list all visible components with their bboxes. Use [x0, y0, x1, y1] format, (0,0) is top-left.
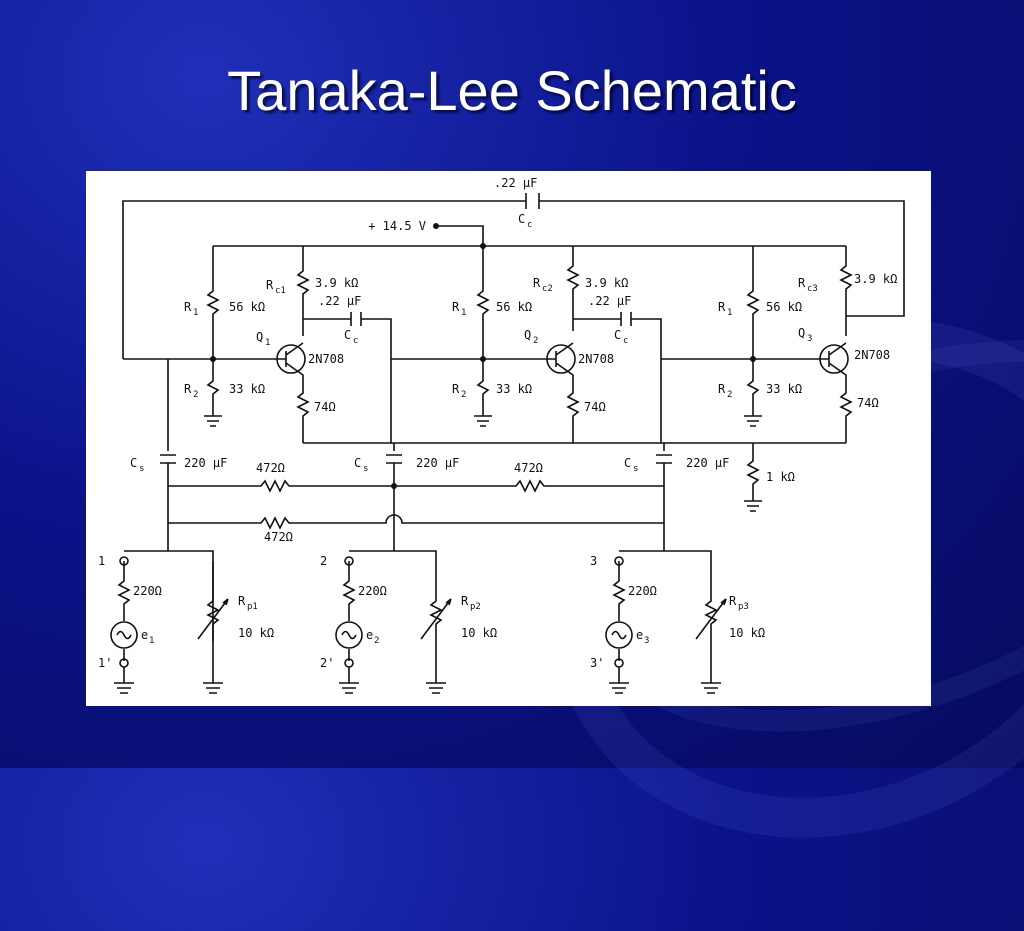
input-2-rp-sub: p2	[470, 602, 481, 612]
q1-name: Q	[256, 330, 263, 344]
cs3-name: C	[624, 456, 631, 470]
rc2-sub: c2	[542, 284, 553, 294]
re1-value: 74Ω	[314, 400, 336, 414]
cs1-name: C	[130, 456, 137, 470]
cs3-value: 220 µF	[686, 456, 729, 470]
input-3-src: e	[636, 628, 643, 642]
input-1-node: 1	[98, 554, 105, 568]
cs1-value: 220 µF	[184, 456, 227, 470]
r2-1-sub: 2	[193, 390, 198, 400]
input-1-src-sub: 1	[149, 636, 154, 646]
cs1-sub: s	[139, 464, 144, 474]
input-1-src: e	[141, 628, 148, 642]
slide-title: Tanaka-Lee Schematic	[227, 59, 797, 122]
input-2-src-sub: 2	[374, 636, 379, 646]
rc1-sub: c1	[275, 286, 286, 296]
input-network-1	[110, 550, 229, 694]
q3-name: Q	[798, 326, 805, 340]
load-resistor-value: 1 kΩ	[766, 470, 795, 484]
rc2-value: 3.9 kΩ	[585, 276, 628, 290]
q3-part: 2N708	[854, 348, 890, 362]
input-3-rp-sub: p3	[738, 602, 749, 612]
r1-2-sub: 1	[461, 308, 466, 318]
r1-2-value: 56 kΩ	[496, 300, 532, 314]
re2-value: 74Ω	[584, 400, 606, 414]
rc3-sub: c3	[807, 284, 818, 294]
r2-1-value: 33 kΩ	[229, 382, 265, 396]
input-2-rp: R	[461, 594, 469, 608]
input-1-node-prime: 1'	[98, 656, 112, 670]
r2-1-name: R	[184, 382, 192, 396]
stage-1	[160, 246, 392, 551]
input-2-rp-value: 10 kΩ	[461, 626, 497, 640]
r1-2-name: R	[452, 300, 460, 314]
r1-3-sub: 1	[727, 308, 732, 318]
rc1-name: R	[266, 278, 274, 292]
rc3-value: 3.9 kΩ	[854, 272, 897, 286]
cc1-name: C	[344, 328, 351, 342]
r1-3-name: R	[718, 300, 726, 314]
stage-3	[656, 246, 853, 551]
r2-3-sub: 2	[727, 390, 732, 400]
r2-2-value: 33 kΩ	[496, 382, 532, 396]
supply-label: + 14.5 V	[368, 219, 426, 233]
q3-sub: 3	[807, 334, 812, 344]
stage-2	[386, 246, 662, 551]
cc2-sub: c	[623, 336, 628, 346]
coupling-r-3: 472Ω	[264, 530, 293, 544]
input-2-node-prime: 2'	[320, 656, 334, 670]
input-3-rp: R	[729, 594, 737, 608]
coupling-r-2: 472Ω	[514, 461, 543, 475]
coupling-r-1: 472Ω	[256, 461, 285, 475]
r2-2-sub: 2	[461, 390, 466, 400]
input-1-rp-value: 10 kΩ	[238, 626, 274, 640]
cs2-sub: s	[363, 464, 368, 474]
cc2-name: C	[614, 328, 621, 342]
feedback-cap-name: C	[518, 212, 525, 226]
input-1-rp-sub: p1	[247, 602, 258, 612]
input-3-node-prime: 3'	[590, 656, 604, 670]
feedback-wire	[122, 200, 905, 359]
input-3-src-sub: 3	[644, 636, 649, 646]
schematic-panel: + 14.5 V .22 µF C c R c1 3.9 kΩ .22 µF C…	[86, 171, 931, 706]
input-network-2	[335, 550, 452, 694]
cc2-value: .22 µF	[588, 294, 631, 308]
cc1-value: .22 µF	[318, 294, 361, 308]
input-2-rs: 220Ω	[358, 584, 387, 598]
cs2-value: 220 µF	[416, 456, 459, 470]
r2-3-name: R	[718, 382, 726, 396]
r1-1-sub: 1	[193, 308, 198, 318]
q2-sub: 2	[533, 336, 538, 346]
cc1-sub: c	[353, 336, 358, 346]
rc2-name: R	[533, 276, 541, 290]
q1-sub: 1	[265, 338, 270, 348]
rc3-name: R	[798, 276, 806, 290]
input-1-rp: R	[238, 594, 246, 608]
cs3-sub: s	[633, 464, 638, 474]
supply-terminal	[433, 223, 439, 229]
cs2-name: C	[354, 456, 361, 470]
r2-2-name: R	[452, 382, 460, 396]
supply-wire	[436, 225, 484, 246]
re3-value: 74Ω	[857, 396, 879, 410]
input-2-src: e	[366, 628, 373, 642]
circuit-schematic: + 14.5 V .22 µF C c R c1 3.9 kΩ .22 µF C…	[98, 176, 905, 694]
input-2-node: 2	[320, 554, 327, 568]
input-3-node: 3	[590, 554, 597, 568]
rc1-value: 3.9 kΩ	[315, 276, 358, 290]
r2-3-value: 33 kΩ	[766, 382, 802, 396]
r1-1-value: 56 kΩ	[229, 300, 265, 314]
input-3-rs: 220Ω	[628, 584, 657, 598]
q2-name: Q	[524, 328, 531, 342]
input-3-rp-value: 10 kΩ	[729, 626, 765, 640]
input-1-rs: 220Ω	[133, 584, 162, 598]
feedback-cap-value: .22 µF	[494, 176, 537, 190]
feedback-cap-sub: c	[527, 220, 532, 230]
input-network-3	[605, 550, 727, 694]
q1-part: 2N708	[308, 352, 344, 366]
r1-3-value: 56 kΩ	[766, 300, 802, 314]
r1-1-name: R	[184, 300, 192, 314]
coupling-network	[168, 479, 664, 530]
q2-part: 2N708	[578, 352, 614, 366]
